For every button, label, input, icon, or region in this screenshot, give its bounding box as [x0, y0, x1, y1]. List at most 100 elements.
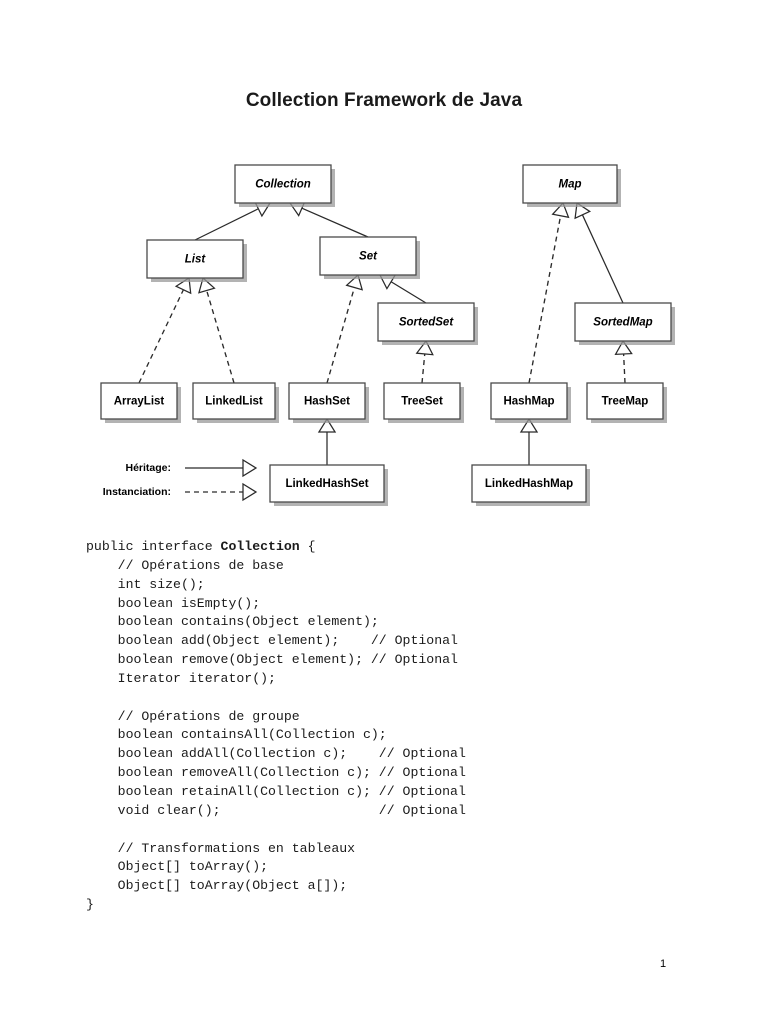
code-text: } — [86, 897, 94, 913]
node-box — [269, 464, 385, 503]
page-title: Collection Framework de Java — [245, 90, 523, 111]
edge-list-to-collection — [194, 208, 259, 241]
code-line: int size(); — [86, 576, 686, 595]
legend-inheritance-label: Héritage: — [125, 462, 171, 474]
inheritance-arrow-head — [242, 482, 258, 502]
node-label: Map — [559, 179, 582, 191]
node-label: List — [185, 254, 207, 266]
code-text: boolean containsAll(Collection c); — [86, 727, 387, 743]
code-text: // Opérations de groupe — [86, 708, 300, 724]
uml-node-sortedmap[interactable]: SortedMap — [574, 302, 675, 345]
node-label: ArrayList — [114, 396, 165, 408]
code-line: Object[] toArray(Object a[]); — [86, 877, 686, 896]
edge-linkedlist-to-list — [206, 290, 235, 384]
code-line: boolean containsAll(Collection c); — [86, 726, 686, 745]
code-text: boolean isEmpty(); — [86, 595, 261, 611]
node-box — [383, 382, 461, 420]
code-line: void clear(); // Optional — [86, 802, 686, 821]
code-line: boolean contains(Object element); — [86, 613, 686, 632]
edge-hashmap-to-map — [528, 215, 562, 384]
code-line: boolean removeAll(Collection c); // Opti… — [86, 764, 686, 783]
code-text: // Opérations de base — [86, 557, 284, 573]
node-label: SortedSet — [399, 317, 454, 329]
code-text: Object[] toArray(Object a[]); — [86, 878, 348, 894]
code-line: public interface Collection { — [86, 538, 686, 557]
code-text: int size(); — [86, 576, 205, 592]
code-text: boolean retainAll(Collection c); // Opti… — [86, 783, 466, 799]
node-label: LinkedHashMap — [485, 478, 573, 490]
inheritance-arrow-head — [415, 339, 434, 356]
node-box — [522, 164, 618, 204]
code-text: boolean addAll(Collection c); // Optiona… — [86, 746, 466, 762]
node-box — [490, 382, 568, 420]
code-line: // Transformations en tableaux — [86, 840, 686, 859]
code-line: boolean addAll(Collection c); // Optiona… — [86, 745, 686, 764]
node-label: LinkedHashSet — [285, 478, 368, 490]
code-text: boolean remove(Object element); // Optio… — [86, 652, 458, 668]
node-box — [288, 382, 366, 420]
code-line: // Opérations de base — [86, 557, 686, 576]
page-number: 1 — [660, 958, 667, 970]
node-label: HashSet — [304, 396, 350, 408]
code-line: boolean isEmpty(); — [86, 595, 686, 614]
code-line: boolean retainAll(Collection c); // Opti… — [86, 783, 686, 802]
code-line — [86, 821, 686, 840]
code-text: boolean contains(Object element); — [86, 614, 379, 630]
node-label: LinkedList — [205, 396, 263, 408]
code-keyword: Collection — [220, 539, 300, 554]
legend-inheritance: Héritage: — [125, 458, 258, 478]
edge-sortedset-to-set — [390, 281, 427, 304]
uml-node-list[interactable]: List — [146, 239, 247, 282]
inheritance-arrow-head — [519, 417, 539, 433]
node-box — [319, 236, 417, 276]
uml-node-map[interactable]: Map — [522, 164, 621, 207]
uml-node-treemap[interactable]: TreeMap — [586, 382, 667, 423]
edge-hashset-to-set — [326, 287, 356, 384]
uml-node-sortedset[interactable]: SortedSet — [377, 302, 478, 345]
node-box — [574, 302, 672, 342]
diagram-legend: Héritage: Instanciation: — [103, 458, 258, 502]
uml-node-linkedhashmap[interactable]: LinkedHashMap — [471, 464, 590, 506]
edge-sortedmap-to-map — [581, 214, 624, 304]
node-label: TreeSet — [401, 396, 443, 408]
code-line: Object[] toArray(); — [86, 858, 686, 877]
code-text: boolean removeAll(Collection c); // Opti… — [86, 765, 466, 781]
code-text: public interface — [86, 539, 221, 554]
uml-node-linkedhashset[interactable]: LinkedHashSet — [269, 464, 388, 506]
uml-node-treeset[interactable]: TreeSet — [383, 382, 464, 423]
uml-node-hashmap[interactable]: HashMap — [490, 382, 571, 423]
code-line — [86, 689, 686, 708]
uml-node-linkedlist[interactable]: LinkedList — [192, 382, 279, 423]
edge-set-to-collection — [301, 207, 369, 238]
node-label: HashMap — [503, 396, 554, 408]
legend-instanciation-label: Instanciation: — [103, 486, 171, 498]
node-box — [471, 464, 587, 503]
edge-treeset-to-sortedset — [421, 353, 426, 384]
code-line: boolean add(Object element); // Optional — [86, 632, 686, 651]
code-line: Iterator iterator(); — [86, 670, 686, 689]
code-text: Iterator iterator(); — [86, 670, 276, 686]
node-label: SortedMap — [593, 317, 652, 329]
inheritance-arrow-head — [614, 339, 633, 356]
code-line: } — [86, 896, 686, 915]
uml-node-hashset[interactable]: HashSet — [288, 382, 369, 423]
code-text: void clear(); // Optional — [86, 802, 466, 818]
code-line: boolean remove(Object element); // Optio… — [86, 651, 686, 670]
code-listing: public interface Collection { // Opérati… — [86, 538, 686, 915]
uml-node-collection[interactable]: Collection — [234, 164, 335, 207]
uml-node-set[interactable]: Set — [319, 236, 420, 279]
node-box — [234, 164, 332, 204]
inheritance-arrow-head — [551, 201, 570, 219]
node-box — [100, 382, 178, 420]
inheritance-arrow-head — [317, 417, 337, 433]
legend-instanciation: Instanciation: — [103, 482, 258, 502]
edge-treemap-to-sortedmap — [622, 353, 626, 384]
uml-node-arraylist[interactable]: ArrayList — [100, 382, 181, 423]
code-text: boolean add(Object element); // Optional — [86, 633, 458, 649]
node-box — [146, 239, 244, 279]
code-text: { — [299, 539, 316, 554]
